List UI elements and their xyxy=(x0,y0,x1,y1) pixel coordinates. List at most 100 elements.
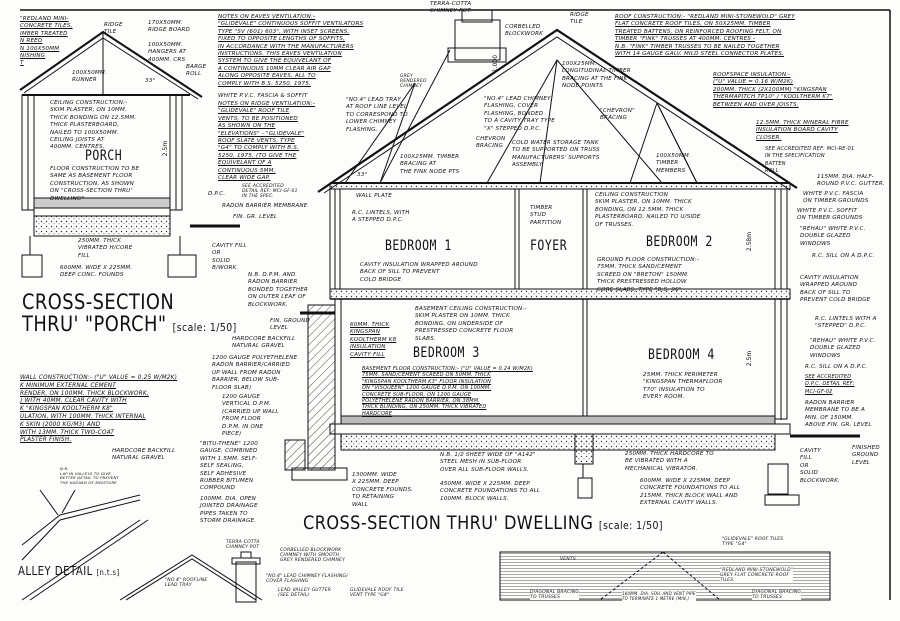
note-elevation-bracing-right: Diagonal bracing to trusses xyxy=(752,590,802,600)
room-foyer: FOYER xyxy=(530,236,568,254)
note-timber-members: 100x50mm. timber members xyxy=(656,153,691,174)
note-see-accredited: see accredited detail ref: mci-gf-01 in … xyxy=(242,184,298,199)
note-elevation-pipe: 100mm. dia. soil and vent pipe to termin… xyxy=(622,591,696,601)
note-chimney-vent: Glidevale roof tile vent type "G4" xyxy=(350,588,404,598)
note-chimney-flashing: "No.4" lead chimney flashing/ cover flas… xyxy=(266,574,348,584)
note-vertical-dpm: 1200 gauge vertical d.p.m. (carried up w… xyxy=(222,394,279,438)
note-timber-bracing: 100x25mm. timber bracing at the fink nod… xyxy=(400,154,460,175)
note-fin-gr-level: Fin. Gr. Level xyxy=(233,214,278,220)
note-rehau-bottom: "Rehau" white p.v.c. double glazed windo… xyxy=(810,338,876,359)
porch-title-line2: THRU' "PORCH" xyxy=(22,312,167,336)
note-grey-chimney: Grey rendered chimney xyxy=(400,74,427,89)
note-terra-cotta: Terra-cotta chimney pot. xyxy=(430,1,473,15)
note-hardcore-backfill-top: Hardcore backfill natural gravel xyxy=(232,336,296,350)
note-lintels-left: R.C. lintels, with a stepped d.p.c. xyxy=(352,210,410,224)
note-hangers: 100x50mm. hangers at 400mm. crs xyxy=(148,42,187,63)
note-basement-floor: Basement floor construction:- ("U" value… xyxy=(362,366,533,417)
ground-floor xyxy=(329,188,791,300)
note-valley-lap: N.B. lap in valleys to give better detai… xyxy=(60,466,120,485)
note-finished-ground: Finished ground level xyxy=(852,445,880,466)
note-porch-roof: "Redland mini- concrete tiles, imber tre… xyxy=(20,16,73,67)
porch-section xyxy=(19,30,240,278)
note-ground-floor: Ground floor construction:- 75mm. thick … xyxy=(597,257,699,293)
dim-chimney-height: 1.000 xyxy=(492,54,500,73)
note-drainage: 100mm. dia. open jointed drainage pipes … xyxy=(200,496,258,525)
note-lintels-right: R.C. lintels with a "stepped" d.p.c. xyxy=(815,316,877,330)
chimney-detail xyxy=(119,551,263,603)
note-chimney-tray: "No.4" roofline lead tray xyxy=(165,578,208,588)
valley-scale: [n.t.s] xyxy=(96,568,120,577)
note-ridge-board: 170x50mm. ridge board xyxy=(148,20,190,34)
dim-porch-height: 2.5m xyxy=(162,140,170,157)
note-water-tank: Cold water storage tank to be supported … xyxy=(512,140,600,169)
valley-title-text: ALLEY DETAIL xyxy=(18,564,93,578)
note-bitu-thene: "Bitu-thene" 1200 gauge, combined with 1… xyxy=(200,441,259,492)
note-porch-ceiling: Ceiling construction:- skim plaster, on … xyxy=(50,100,137,151)
note-basement-ceiling: Basement ceiling construction:- skim pla… xyxy=(415,306,527,342)
note-elevation-vents: vents xyxy=(560,557,576,562)
note-chimney-pot: Terra-cotta chimney pot xyxy=(226,540,260,550)
note-kingspan-wall: 60mm. thick Kingspan Kooltherm K8 insula… xyxy=(350,322,397,358)
note-accredited-gf02: See accredited d.p.c. detail ref: mci-gf… xyxy=(805,374,855,395)
note-chimney-corbel: Corbelled blockwork chimney with smooth … xyxy=(280,548,346,563)
note-elevation-bracing-left: Diagonal bracing to trusses xyxy=(530,590,580,600)
room-bedroom-4: BEDROOM 4 xyxy=(648,345,715,363)
note-retaining-foundation: 1300mm. wide x 225mm. deep concrete foun… xyxy=(352,472,414,508)
valley-detail xyxy=(21,489,149,601)
note-fascia-soffit: White p.v.c. fascia & soffit xyxy=(218,93,308,99)
note-cavity-fill-right: Cavity fill or solid blockwork. xyxy=(800,448,841,484)
note-wall-plate: Wall plate xyxy=(356,193,392,199)
note-dpm-radon: N.B. D.P.M. and radon barrier bonded tog… xyxy=(248,272,309,308)
porch-title-line1: CROSS-SECTION xyxy=(22,290,175,314)
note-gutter: 115mm. dia. half- round p.v.c. gutter. xyxy=(817,174,885,188)
note-porch-hardcore: 250mm. thick vibrated h/core fill xyxy=(78,238,133,259)
note-runner: 100x50mm. runner xyxy=(72,70,107,84)
valley-title: ALLEY DETAIL [n.t.s] xyxy=(18,564,120,578)
note-eaves-ventilation: Notes on eaves ventilation:- "Glidevale"… xyxy=(218,14,364,87)
dwelling-title-text: CROSS-SECTION THRU' DWELLING xyxy=(303,512,594,534)
note-perimeter-insulation: 25mm. thick perimeter "Kingspan Thermafl… xyxy=(643,372,723,401)
porch-title: THRU' "PORCH" [scale: 1/50] xyxy=(22,312,237,336)
pitch-porch: 33° xyxy=(145,78,156,84)
note-elevation-redland: "Redland mini-stonewold" grey flat concr… xyxy=(720,568,794,583)
note-cavity-insulation-right: Cavity insulation wrapped around back of… xyxy=(800,275,871,304)
pitch-dwelling: 33° xyxy=(357,172,368,178)
note-ridge-tile: Ridge tile xyxy=(104,22,123,36)
note-rc-sill-top: R.C. sill on a d.p.c. xyxy=(812,253,875,259)
note-elevation-tiles: "Glidevale" roof tiles type "G4" xyxy=(722,537,784,547)
dwelling-scale: [scale: 1/50] xyxy=(598,519,663,532)
note-fin-ground: Fin. ground level xyxy=(270,318,311,332)
note-valley-gutter: Lead valley gutter (see detail) xyxy=(278,588,332,598)
note-porch-floor: Floor construction to be same as basemen… xyxy=(50,166,140,202)
note-hardcore-backfill: Hardcore backfill natural gravel xyxy=(112,448,176,462)
note-lead-tray: "No.4" lead tray at roof line level to c… xyxy=(346,97,408,133)
note-ceiling-main: Ceiling construction skim plaster, on 10… xyxy=(595,192,701,228)
note-chevron-bracing-right: "Chevron" bracing xyxy=(600,108,635,122)
note-rc-sill-bottom: R.C. sill on a d.p.c. xyxy=(805,364,868,370)
note-lead-flashing: "No.4" lead chimney flashing, cover flas… xyxy=(484,96,556,132)
note-block-foundations: 450mm. wide x 225mm. deep concrete found… xyxy=(440,481,541,502)
note-ridge-tile-main: Ridge tile xyxy=(570,12,589,26)
note-chevron-bracing-left: Chevron bracing xyxy=(476,136,506,150)
note-mineral-fibre: 12.5mm. thick mineral fibre insulation b… xyxy=(756,120,849,141)
note-barge-roll: barge roll xyxy=(186,64,207,78)
note-soffit: White p.v.c. soffit on timber grounds xyxy=(797,208,863,222)
note-cavity-bedroom1: Cavity insulation wrapped around back of… xyxy=(360,262,478,283)
basement xyxy=(284,298,860,506)
note-ridge-ventilation: Notes on ridge ventilation:- "Glidevale"… xyxy=(218,101,316,182)
note-radon-150: Radon barrier membrane to be a min. of 1… xyxy=(805,400,872,429)
dim-bed4-height: 2.5m xyxy=(746,350,754,367)
porch-scale: [scale: 1/50] xyxy=(172,321,237,334)
note-hardcore-250: 250mm. thick hardcore to be vibrated wit… xyxy=(625,451,714,472)
note-radon-carried: 1200 gauge polyethelene radon barrier/ca… xyxy=(212,355,298,391)
note-fascia: White p.v.c. fascia on timber grounds xyxy=(803,191,869,205)
note-roofspace-insulation: Roofspace insulation:- ("U" value = 0.16… xyxy=(713,72,833,108)
note-cavity-fill: Cavity fill or solid b/work. xyxy=(212,243,247,272)
note-corbelled: Corbelled blockwork xyxy=(505,24,544,38)
dim-bed2-height: 2.58m xyxy=(746,231,754,252)
note-a142-mesh: N.B. 1/2 sheet wide of "A142" steel mesh… xyxy=(440,452,536,473)
room-bedroom-1: BEDROOM 1 xyxy=(385,236,452,254)
note-timber-stud: Timber stud partition xyxy=(530,205,562,226)
note-dpc: D.P.C. xyxy=(208,191,226,197)
